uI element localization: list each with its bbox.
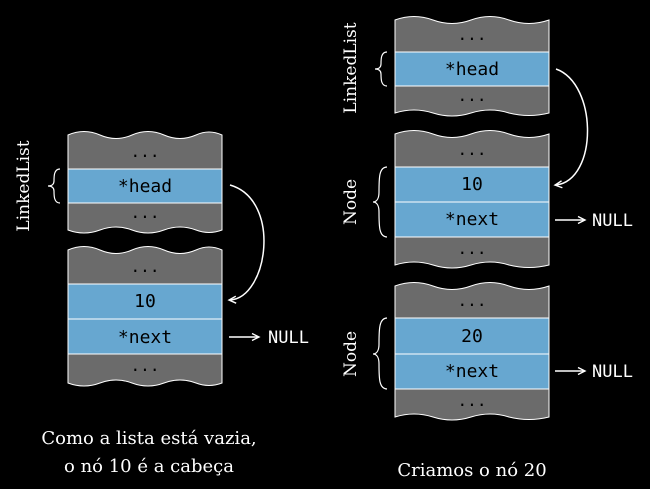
left-next-label: *next bbox=[118, 327, 172, 348]
left-caption-line1: Como a lista está vazia, bbox=[41, 428, 256, 449]
right-node1-value-label: 10 bbox=[461, 174, 483, 195]
left-caption-line2: o nó 10 é a cabeça bbox=[64, 456, 234, 477]
right-ll-bottom-dots: ... bbox=[458, 86, 487, 105]
right-node1-top-cell bbox=[394, 130, 550, 168]
right-caption: Criamos o nó 20 bbox=[397, 460, 546, 481]
left-linkedlist-label: LinkedList bbox=[14, 140, 34, 231]
left-node-top-cell bbox=[67, 246, 223, 285]
left-ll-top-dots: ... bbox=[131, 142, 160, 161]
right-node1-bottom-dots: ... bbox=[458, 239, 487, 258]
left-value-cell bbox=[67, 283, 223, 320]
right-node2-label: Node bbox=[341, 331, 361, 377]
right-node2-top-cell bbox=[394, 282, 550, 319]
right-node1-null-label: NULL bbox=[592, 211, 633, 231]
left-head-pointer-arrow bbox=[227, 184, 265, 304]
right-node1-block: ... 10 *next ... bbox=[394, 130, 550, 269]
left-next-cell bbox=[67, 318, 223, 355]
left-node-block: ... 10 *next ... bbox=[67, 246, 223, 387]
right-node1-brace bbox=[372, 166, 388, 238]
right-node2-null-label: NULL bbox=[592, 362, 633, 382]
left-node-top-dots: ... bbox=[131, 257, 160, 276]
right-head-label: *head bbox=[445, 59, 499, 80]
left-head-cell bbox=[67, 168, 223, 204]
left-linkedlist-brace bbox=[47, 168, 61, 204]
right-linkedlist-label: LinkedList bbox=[341, 22, 361, 113]
right-node1-value-cell bbox=[394, 166, 550, 203]
left-ll-top-cell bbox=[67, 131, 223, 170]
right-node2-bottom-dots: ... bbox=[458, 391, 487, 410]
right-ll-top-dots: ... bbox=[458, 25, 487, 44]
right-ll-top-cell bbox=[394, 16, 550, 53]
left-value-label: 10 bbox=[134, 291, 156, 312]
right-node1-next-cell bbox=[394, 201, 550, 238]
right-node2-value-cell bbox=[394, 317, 550, 355]
right-head-cell bbox=[394, 51, 550, 87]
right-node2-bottom-cell bbox=[394, 388, 550, 421]
right-ll-bottom-cell bbox=[394, 85, 550, 117]
left-panel: ... *head ... LinkedList ... 10 *next ..… bbox=[14, 131, 309, 477]
right-node1-bottom-cell bbox=[394, 236, 550, 269]
right-node2-brace bbox=[372, 317, 388, 390]
right-head-pointer-arrow bbox=[553, 68, 589, 189]
right-panel: ... *head ... LinkedList ... 10 *next ..… bbox=[341, 16, 633, 481]
right-linkedlist-block: ... *head ... bbox=[394, 16, 550, 117]
left-linkedlist-block: ... *head ... bbox=[67, 131, 223, 234]
right-node1-label: Node bbox=[341, 179, 361, 225]
right-node1-next-label: *next bbox=[445, 209, 499, 230]
right-linkedlist-brace bbox=[374, 51, 388, 87]
left-null-label: NULL bbox=[268, 328, 309, 348]
right-node2-next-label: *next bbox=[445, 361, 499, 382]
right-node2-value-label: 20 bbox=[461, 326, 483, 347]
right-node1-top-dots: ... bbox=[458, 140, 487, 159]
left-head-label: *head bbox=[118, 176, 172, 197]
left-node-bottom-dots: ... bbox=[131, 356, 160, 375]
left-node-bottom-cell bbox=[67, 353, 223, 387]
left-ll-bottom-cell bbox=[67, 202, 223, 234]
left-ll-bottom-dots: ... bbox=[131, 203, 160, 222]
right-node2-block: ... 20 *next ... bbox=[394, 282, 550, 421]
right-node2-top-dots: ... bbox=[458, 291, 487, 310]
